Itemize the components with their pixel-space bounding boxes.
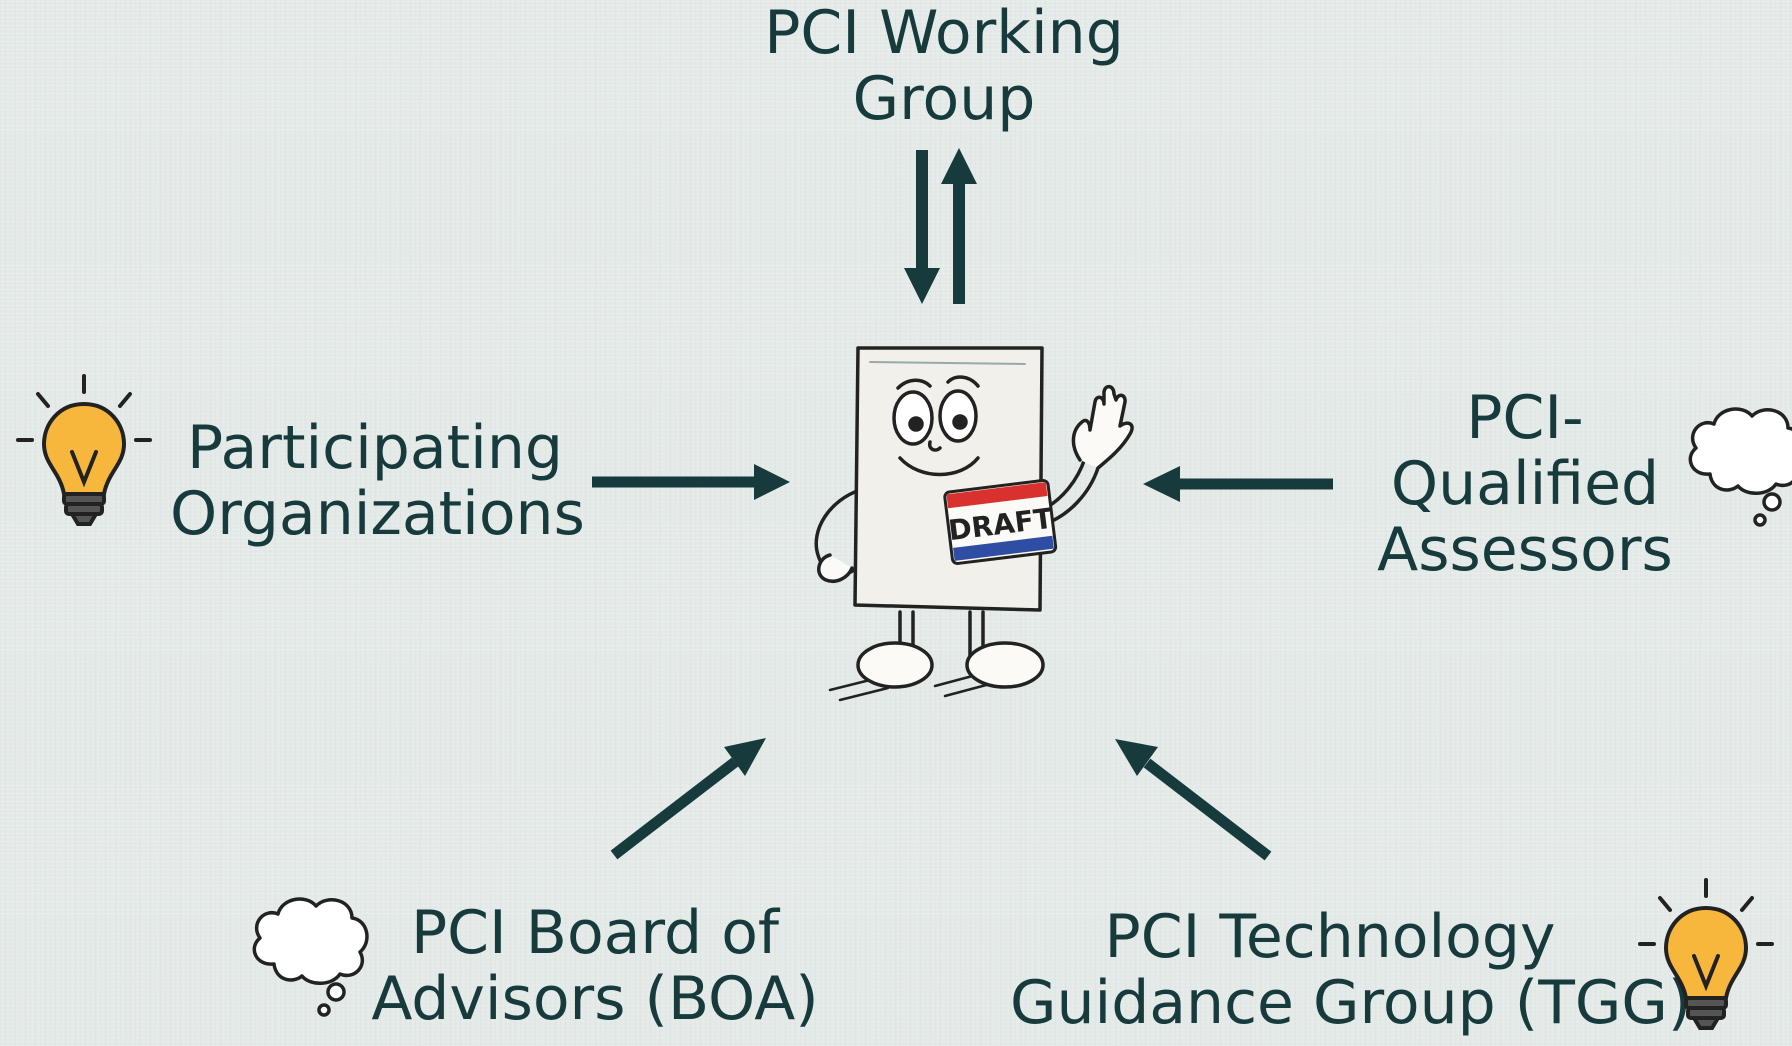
arrow-up-right-icon [610, 738, 766, 860]
node-label-line: Organizations [170, 479, 585, 549]
node-pci-qualified-assessors: PCI- Qualified Assessors [1360, 385, 1690, 583]
arrow-left-icon [1143, 466, 1333, 502]
arrow-right-icon [592, 464, 790, 500]
node-label-line: PCI Technology [1104, 902, 1556, 972]
lightbulb-icon [16, 374, 152, 526]
node-label-line: Participating [187, 413, 563, 483]
arrow-down-icon [904, 150, 940, 304]
thought-cloud-icon [1688, 407, 1792, 527]
node-pci-board-of-advisors: PCI Board of Advisors (BOA) [370, 900, 820, 1032]
node-label-line: Group [852, 64, 1036, 134]
node-participating-organizations: Participating Organizations [170, 413, 585, 549]
node-label-line: Qualified [1390, 449, 1660, 519]
node-label-line: PCI Board of [410, 898, 780, 968]
node-label-line: PCI Working [764, 0, 1124, 68]
node-label-line: Guidance Group (TGG) [1010, 968, 1692, 1038]
node-label-line: PCI- [1466, 383, 1584, 453]
node-label-line: Assessors [1377, 515, 1673, 585]
node-label-line: Advisors (BOA) [371, 964, 819, 1034]
draft-document-character: DRAFT [814, 346, 1134, 702]
node-pci-technology-guidance-group: PCI Technology Guidance Group (TGG) [1010, 902, 1692, 1038]
arrow-up-icon [941, 148, 977, 304]
lightbulb-icon [1638, 878, 1774, 1030]
arrow-up-left-icon [1115, 739, 1272, 861]
node-pci-working-group: PCI Working Group [734, 0, 1154, 132]
thought-cloud-icon [252, 897, 369, 1017]
draft-badge: DRAFT [943, 478, 1058, 565]
